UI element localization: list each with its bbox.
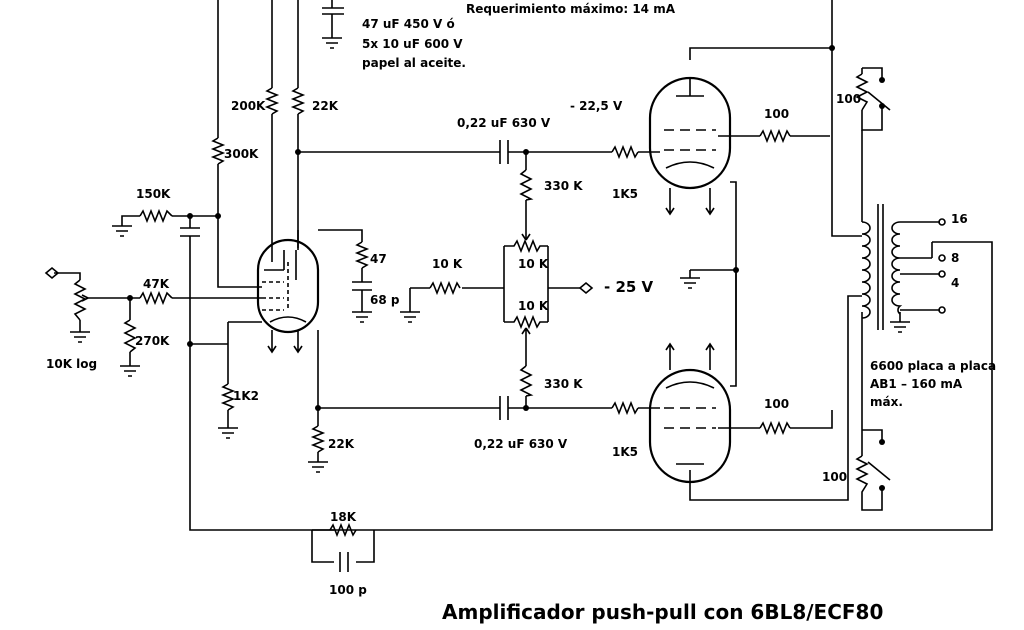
- ground-symbol: [70, 331, 90, 343]
- resistor-18k-zigzag: [329, 522, 357, 538]
- note-cap-line2: 5x 10 uF 600 V: [362, 37, 463, 51]
- ground-symbol: [322, 37, 342, 49]
- resistor-330k-top: [519, 169, 534, 201]
- label-pot-10k-bottom: 10 K: [518, 299, 549, 313]
- labels: 47 uF 450 V ó 5x 10 uF 600 V papel al ac…: [46, 2, 996, 624]
- resistor-10k-left: [429, 280, 461, 296]
- wires: [54, 0, 993, 563]
- ground-symbol: [352, 311, 372, 323]
- tube-output-top: [648, 76, 732, 216]
- resistor-150k: [139, 208, 173, 224]
- primary-winding: [861, 221, 871, 319]
- terminal-4: [938, 270, 946, 278]
- note-cap-line3: papel al aceite.: [362, 56, 466, 70]
- label-c-100p: 100 p: [329, 583, 367, 597]
- note-transformer-line2: AB1 – 160 mA: [870, 377, 963, 391]
- label-r-200k: 200K: [231, 99, 266, 113]
- label-r-10k-left: 10 K: [432, 257, 463, 271]
- pot-100-top: [855, 73, 869, 111]
- label-tap-4: 4: [951, 276, 959, 290]
- label-pot-100-bottom: 100: [822, 470, 847, 484]
- resistor-270k: [123, 319, 137, 353]
- resistor-1k5-bottom: [611, 400, 639, 416]
- terminal-0: [938, 306, 946, 314]
- label-bias-supply: - 25 V: [604, 278, 654, 296]
- capacitors: [180, 0, 509, 572]
- input-terminal: [44, 266, 60, 280]
- resistors: [123, 87, 791, 538]
- note-transformer-line1: 6600 placa a placa: [870, 359, 996, 373]
- label-r-47: 47: [370, 252, 387, 266]
- resistor-47k: [139, 290, 173, 306]
- label-c-68p: 68 p: [370, 293, 400, 307]
- label-r-330k-top: 330 K: [544, 179, 583, 193]
- label-r-330k-bottom: 330 K: [544, 377, 583, 391]
- ground-symbols: [70, 37, 910, 473]
- label-r-47k: 47K: [143, 277, 170, 291]
- label-pot-10k-log: 10K log: [46, 357, 97, 371]
- bias-terminal: [578, 281, 594, 295]
- ground-symbol: [120, 365, 140, 377]
- tube-output-bottom: [648, 342, 732, 490]
- capacitor-coupling-bottom: [499, 396, 509, 420]
- terminals: [44, 218, 946, 314]
- resistor-22k-top: [290, 87, 306, 115]
- label-r-150k: 150K: [136, 187, 171, 201]
- label-r-18k: 18K: [330, 510, 357, 524]
- resistor-100-top: [759, 128, 791, 144]
- capacitor-coupling-top: [499, 140, 509, 164]
- resistor-1k5-top: [611, 144, 639, 160]
- output-transformer: [861, 204, 903, 330]
- note-requirement: Requerimiento máximo: 14 mA: [466, 2, 676, 16]
- capacitor-68p: [352, 281, 372, 291]
- resistor-100-bottom: [759, 420, 791, 436]
- label-r-100-top: 100: [764, 107, 789, 121]
- label-r-1k5-bottom: 1K5: [612, 445, 638, 459]
- label-r-22k-top: 22K: [312, 99, 339, 113]
- pot-10k-bottom: [504, 314, 548, 330]
- potentiometers: [73, 73, 891, 500]
- ground-symbol: [218, 427, 238, 439]
- resistor-22k-bottom: [310, 425, 326, 453]
- label-c-coupling-top: 0,22 uF 630 V: [457, 116, 551, 130]
- ground-symbol: [890, 321, 910, 333]
- label-pot-10k-top: 10 K: [518, 257, 549, 271]
- resistor-330k-bottom: [519, 365, 534, 397]
- label-r-1k5-top: 1K5: [612, 187, 638, 201]
- label-tap-8: 8: [951, 251, 959, 265]
- resistor-300k: [210, 137, 226, 165]
- label-r-1k2: 1K2: [233, 389, 259, 403]
- capacitor-input: [180, 227, 200, 237]
- ground-symbol: [308, 461, 328, 473]
- resistor-1k2: [220, 383, 236, 411]
- label-r-300k: 300K: [224, 147, 259, 161]
- label-tap-16: 16: [951, 212, 968, 226]
- secondary-winding: [891, 221, 903, 315]
- capacitor-100p: [339, 552, 349, 572]
- terminal-8: [938, 254, 946, 262]
- pot-10k-top: [504, 238, 548, 254]
- pot-100-bottom: [855, 455, 869, 500]
- note-cap-line1: 47 uF 450 V ó: [362, 17, 455, 31]
- label-pot-100-top: 100: [836, 92, 861, 106]
- resistor-200k: [264, 87, 280, 115]
- label-r-270k: 270K: [135, 334, 170, 348]
- label-c-coupling-bottom: 0,22 uF 630 V: [474, 437, 568, 451]
- note-transformer-line3: máx.: [870, 395, 903, 409]
- ground-symbol: [112, 225, 132, 237]
- diagram-title: Amplificador push-pull con 6BL8/ECF80: [442, 600, 883, 624]
- label-bias-top: - 22,5 V: [570, 99, 623, 113]
- tube-ecf80: [256, 230, 320, 354]
- filter-capacitor: [322, 0, 344, 38]
- junction-dots: [127, 45, 835, 411]
- label-r-22k-bottom: 22K: [328, 437, 355, 451]
- resistor-47: [354, 241, 370, 269]
- terminal-16: [938, 218, 946, 226]
- label-r-100-bottom: 100: [764, 397, 789, 411]
- ground-symbol: [680, 277, 700, 289]
- ground-symbol: [400, 311, 420, 323]
